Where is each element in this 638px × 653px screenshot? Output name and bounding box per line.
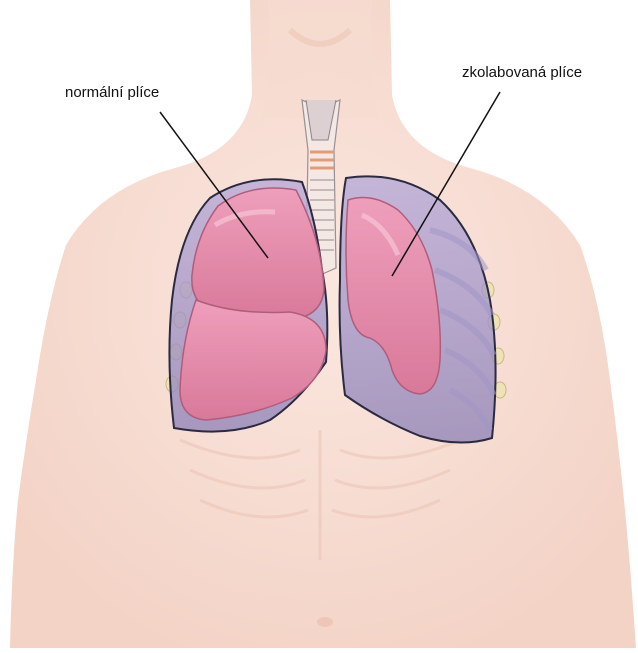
navel [317, 617, 333, 627]
label-collapsed-lung: zkolabovaná plíce [462, 64, 582, 81]
label-normal-lung: normální plíce [65, 84, 159, 101]
